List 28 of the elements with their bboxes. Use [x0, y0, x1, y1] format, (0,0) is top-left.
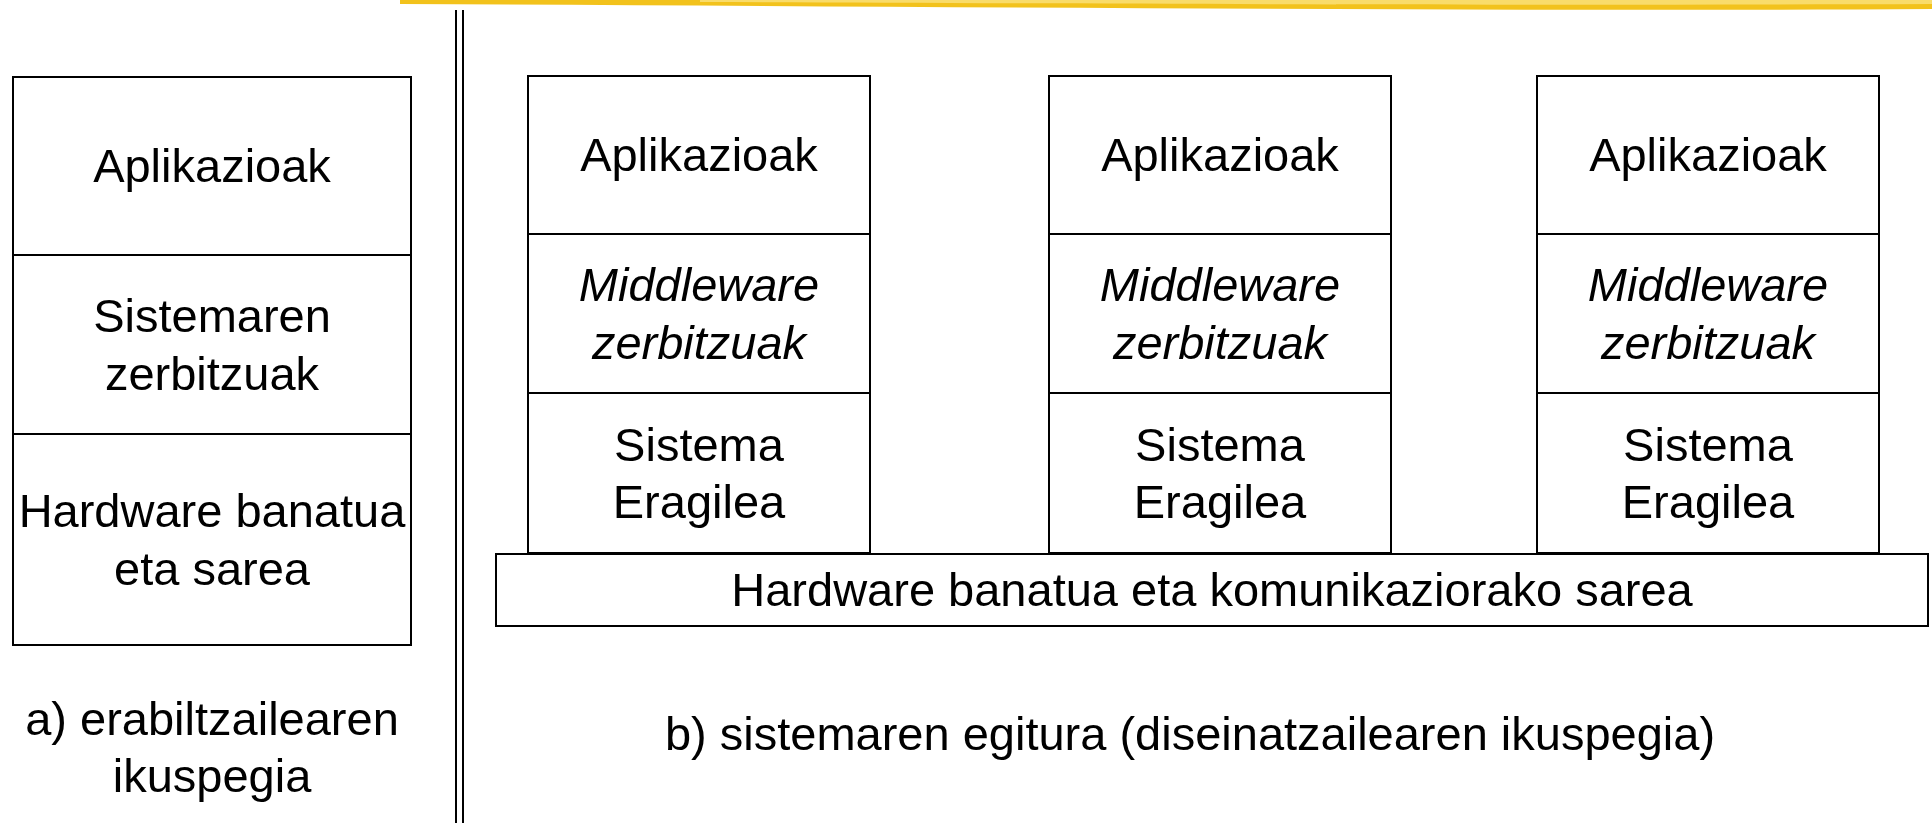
layer-label: Aplikazioak — [1589, 127, 1827, 184]
layer-box — [527, 233, 871, 394]
layer-box — [1048, 75, 1392, 235]
layer-band — [495, 553, 1929, 627]
layer-box — [1536, 75, 1880, 235]
layer-box — [1536, 233, 1880, 394]
caption: a) erabiltzailearen ikuspegia — [24, 691, 400, 805]
layer-label: Hardware banatua eta sarea — [17, 483, 407, 597]
layer-box — [1048, 392, 1392, 554]
layer-box — [12, 433, 412, 646]
layer-label: Aplikazioak — [580, 127, 818, 184]
caption: b) sistemaren egitura (diseinatzailearen ikuspegia) — [663, 706, 1717, 762]
layer-box — [1048, 233, 1392, 394]
layer-box — [1536, 392, 1880, 554]
layer-label: Sistema Eragilea — [1132, 416, 1308, 530]
layer-label: Sistema Eragilea — [611, 416, 787, 530]
layer-label: Hardware banatua eta komunikaziorako sarea — [731, 562, 1693, 619]
layer-label: Middleware zerbitzuak — [1098, 257, 1342, 371]
layer-box — [527, 392, 871, 554]
layer-label: Sistema Eragilea — [1620, 416, 1796, 530]
layer-label: Aplikazioak — [1101, 127, 1339, 184]
layer-label: Middleware zerbitzuak — [1586, 257, 1830, 371]
layer-box — [527, 75, 871, 235]
layer-box — [12, 76, 412, 256]
layer-label: Middleware zerbitzuak — [577, 257, 821, 371]
layer-label: Aplikazioak — [93, 138, 331, 195]
layer-label: Sistemaren zerbitzuak — [92, 288, 332, 402]
layer-box — [12, 254, 412, 435]
